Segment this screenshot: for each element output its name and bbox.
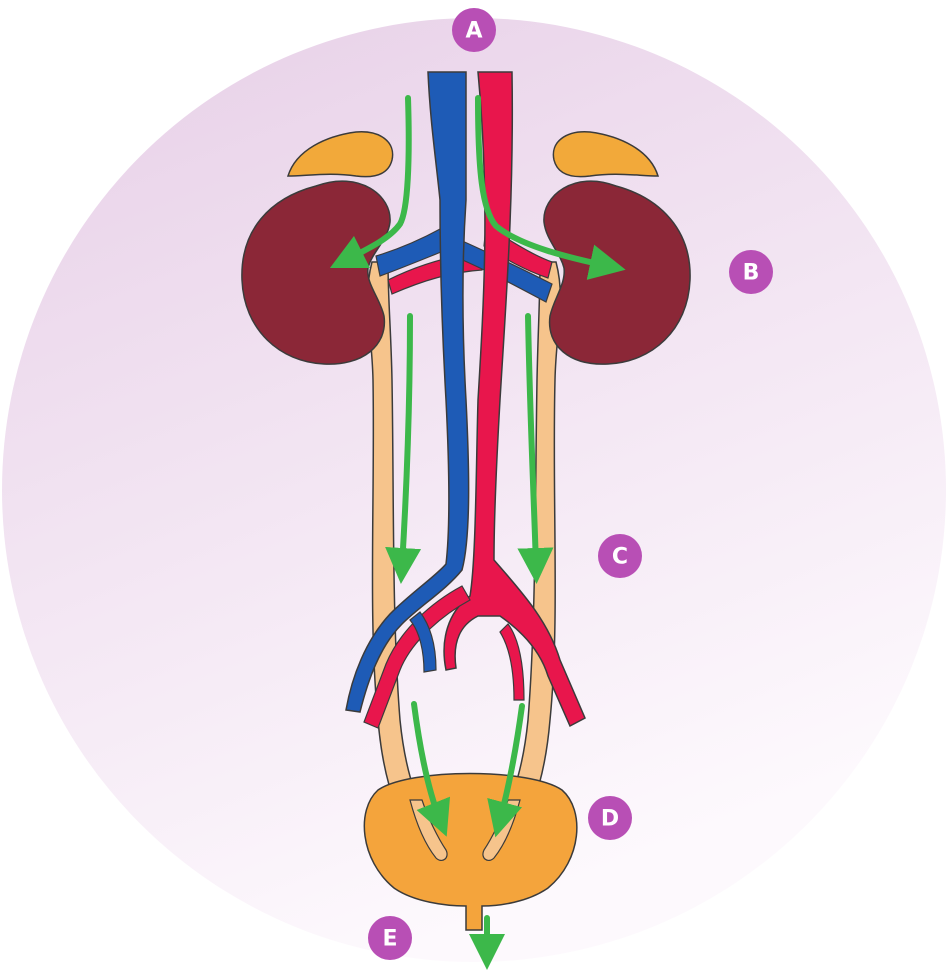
label-d: D xyxy=(588,796,632,840)
label-c-text: C xyxy=(612,545,628,570)
label-d-text: D xyxy=(601,807,619,832)
label-b: B xyxy=(729,250,773,294)
label-b-text: B xyxy=(743,261,760,286)
label-e: E xyxy=(368,916,412,960)
label-a-text: A xyxy=(465,19,482,44)
label-a: A xyxy=(452,8,496,52)
label-e-text: E xyxy=(382,927,397,952)
label-c: C xyxy=(598,534,642,578)
